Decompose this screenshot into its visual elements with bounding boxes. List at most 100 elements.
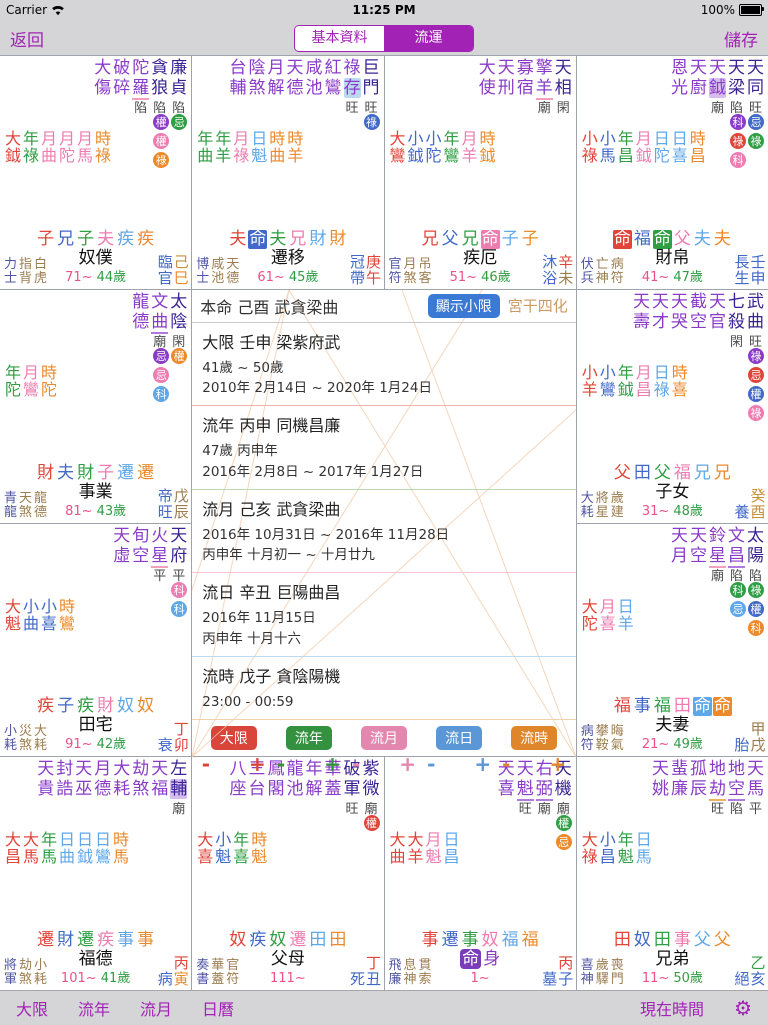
star: 破碎: [112, 58, 131, 98]
current-time-button[interactable]: 現在時間: [640, 1000, 705, 1019]
flow-char: 喜: [671, 146, 688, 165]
star-char: 台: [248, 779, 266, 800]
star: 右弼: [535, 759, 554, 799]
ganzhi-char: 亥: [750, 970, 766, 988]
palace-子女[interactable]: 天壽天才天哭截空天官七殺武曲閑旺祿忌權祿小羊小鸞年鉞月昌日祿時喜父田父福兄兄大耗…: [576, 289, 768, 523]
flow-star: 日陀: [653, 130, 671, 164]
flow-char: 昌: [443, 847, 460, 867]
star-char: 大: [94, 58, 112, 78]
flow-star: 月鸞: [22, 364, 40, 398]
minor-gods: 奏書華蓋官符: [195, 959, 240, 987]
star-list: 大使天刑寡宿擎羊天相: [478, 58, 573, 98]
plus-button[interactable]: +: [399, 752, 416, 776]
ganzhi-char: 丑: [365, 970, 381, 988]
flow-char: 魁: [425, 847, 442, 867]
ganzhi: 乙亥: [750, 954, 766, 987]
star-char: 天: [113, 525, 131, 546]
period-palace-char: 命: [712, 696, 732, 717]
period-button[interactable]: 流月: [360, 726, 407, 750]
star-char: 解: [267, 78, 285, 98]
brightness: 平: [748, 802, 762, 818]
star-char: 龍: [132, 291, 150, 312]
body-palace-label: 身: [483, 949, 501, 969]
corner-labels: 長生壬申: [734, 253, 766, 286]
star-char: 咸: [305, 58, 323, 78]
flow-char: 鉞: [76, 847, 93, 867]
toolbar-item-日曆[interactable]: 日曆: [202, 1000, 235, 1019]
star-char: 右: [535, 759, 553, 780]
toolbar-item-流年[interactable]: 流年: [78, 1000, 111, 1019]
minus-button[interactable]: -: [427, 752, 436, 776]
star-char: 誥: [56, 779, 74, 800]
palace-父母[interactable]: 八座三台鳳閣龍池年解華蓋破軍紫微旺廟權大喜小魁年喜時魁奴疾奴遷田田奏書華蓋官符父…: [192, 757, 384, 990]
save-button[interactable]: 儲存: [724, 30, 758, 51]
star-char: 官: [709, 311, 726, 332]
palace-stem-sihua-link[interactable]: 宮干四化: [507, 297, 568, 316]
star-char: 天: [554, 58, 572, 78]
flow-char: 昌: [689, 146, 706, 165]
star-char: 天: [286, 58, 304, 78]
life-stage: 冠帶: [349, 252, 365, 287]
period-button[interactable]: 流年: [285, 726, 332, 750]
period-palace-row: 命福命父夫夫: [577, 229, 768, 249]
flow-star-list: 大昌大馬年馬日曲日鉞日鸞時馬: [4, 831, 130, 865]
palace-奴僕[interactable]: 大傷破碎陀羅貪狼廉貞陷陷陷權權祿忌大鉞年祿月曲月陀月馬時祿子兄子夫疾疾力士指背白…: [0, 56, 192, 289]
flow-char: 鉞: [617, 379, 634, 399]
ganzhi: 丁卯: [173, 720, 189, 753]
segment-fortune[interactable]: 流運: [384, 26, 473, 51]
period-button[interactable]: 大限: [210, 726, 257, 750]
segmented-control[interactable]: 基本資料 流運: [294, 25, 474, 52]
brightness: 廟: [537, 802, 551, 818]
palace-財帛[interactable]: 恩光天廚天鉞天梁天同廟陷旺科祿科忌祿小祿小馬年昌月鉞日陀日喜時昌命福命父夫夫伏兵…: [576, 56, 768, 289]
flow-char: 鸞: [599, 379, 616, 399]
ganzhi-char: 癸: [750, 486, 766, 505]
palace-福德[interactable]: 天貴封誥天巫月德大耗劫煞天福左輔廟大昌大馬年馬日曲日鉞日鸞時馬遷財遷疾事事將軍劫…: [0, 757, 192, 990]
flow-char: 喜: [671, 379, 688, 399]
star-char: 輔: [170, 779, 188, 800]
star-char: 文: [151, 291, 169, 312]
plus-button[interactable]: +: [549, 752, 567, 776]
minus-button[interactable]: -: [201, 752, 211, 776]
plus-button[interactable]: +: [474, 752, 492, 776]
star: 天同: [746, 58, 765, 98]
toolbar-item-大限[interactable]: 大限: [16, 1000, 49, 1019]
age-range: 31~ 48歲: [577, 500, 768, 519]
flow-star: 日祿: [653, 364, 671, 398]
period-button[interactable]: 流時: [511, 726, 558, 750]
age-current: 45歲: [288, 269, 319, 285]
settings-gear-icon[interactable]: ⚙: [734, 996, 752, 1020]
plus-button[interactable]: +: [324, 752, 341, 776]
ganzhi: 甲戌: [750, 720, 766, 753]
show-minor-limit-button[interactable]: 顯示小限: [427, 293, 500, 318]
plus-button[interactable]: +: [249, 752, 266, 776]
star-char: 天: [709, 291, 726, 312]
toolbar-item-流月[interactable]: 流月: [140, 1000, 173, 1019]
sihua-badge: 祿: [748, 347, 764, 364]
star-char: 蜚: [671, 759, 688, 780]
life-stage: 長生: [734, 252, 750, 287]
minus-button[interactable]: -: [351, 752, 361, 776]
ganzhi: 辛未: [558, 253, 574, 286]
flow-star-list: 大魁小曲小喜時鸞: [4, 598, 76, 632]
corner-labels: 胎甲戌: [734, 720, 766, 753]
minus-button[interactable]: -: [502, 752, 511, 776]
period-button[interactable]: 流日: [436, 726, 483, 750]
star-char: 破: [113, 58, 131, 78]
back-button[interactable]: 返回: [10, 30, 44, 51]
star-char: 壽: [633, 311, 650, 332]
palace-遷移[interactable]: 台輔陰煞月解天德咸池紅鸞祿存巨門旺旺祿年曲年羊月祿日魁時曲時羊夫命夫兄財財博士咸…: [192, 56, 384, 289]
segment-basic-info[interactable]: 基本資料: [295, 26, 384, 51]
star-char: 姚: [652, 779, 669, 800]
minus-button[interactable]: -: [276, 752, 286, 776]
